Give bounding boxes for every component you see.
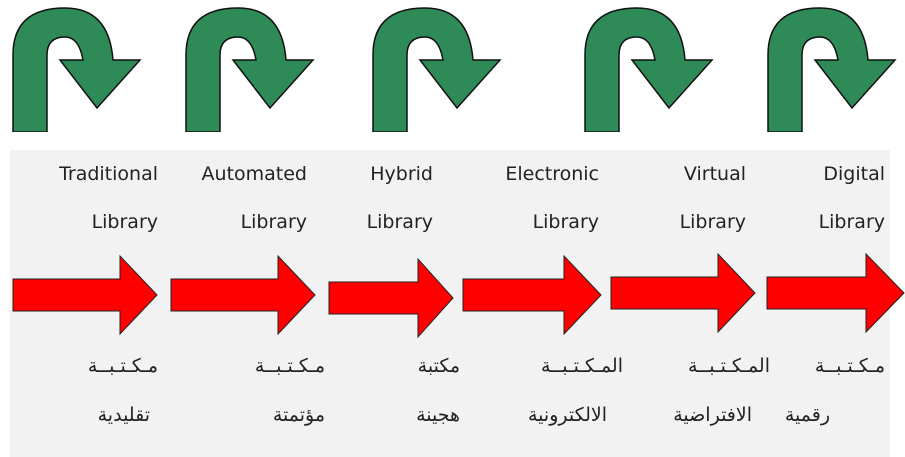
progress-arrow-3: [328, 257, 454, 339]
stage-4-arabic-line2: الالكترونية: [528, 404, 607, 426]
stage-2-arabic-line1: مـكـتـبــة: [254, 355, 325, 377]
progress-arrow-1: [12, 254, 158, 336]
stage-1-label-line1: Traditional: [59, 163, 158, 185]
progress-arrow-6: [766, 252, 905, 334]
stage-3-label-line1: Hybrid: [370, 163, 433, 185]
stage-1-label-line2: Library: [91, 211, 158, 233]
stage-5-label-line2: Library: [679, 211, 746, 233]
stage-2-label-line2: Library: [240, 211, 307, 233]
stage-4-arabic-line1: المـكـتـبــة: [540, 355, 623, 377]
stage-4-label-line2: Library: [532, 211, 599, 233]
uturn-arrow-1: [5, 0, 145, 132]
uturn-arrow-5: [760, 0, 900, 132]
uturn-arrow-2: [178, 0, 318, 132]
uturn-arrow-4: [577, 0, 717, 132]
stage-6-arabic-line1: مـكـتـبــة: [814, 355, 885, 377]
stage-2-label-line1: Automated: [201, 163, 307, 185]
stage-3-label-line2: Library: [366, 211, 433, 233]
stage-5-arabic-line1: المـكـتـبــة: [687, 355, 770, 377]
stage-3-arabic-line2: هجينة: [416, 404, 460, 426]
stage-4-label-line1: Electronic: [505, 163, 599, 185]
stage-1-arabic-line1: مـكـتـبــة: [87, 355, 158, 377]
progress-arrow-4: [462, 254, 602, 336]
stage-5-label-line1: Virtual: [683, 163, 746, 185]
stage-1-arabic-line2: تقليدية: [97, 404, 150, 426]
progress-arrow-5: [610, 252, 756, 334]
stage-5-arabic-line2: الافتراضية: [673, 404, 752, 426]
stage-6-label-line2: Library: [818, 211, 885, 233]
stage-6-arabic-line2: رقمية: [784, 404, 830, 426]
stage-6-label-line1: Digital: [823, 163, 885, 185]
stage-3-arabic-line1: مكتبة: [417, 355, 460, 377]
stage-2-arabic-line2: مؤتمتة: [272, 404, 325, 426]
progress-arrow-2: [170, 254, 316, 336]
uturn-arrow-3: [365, 0, 505, 132]
